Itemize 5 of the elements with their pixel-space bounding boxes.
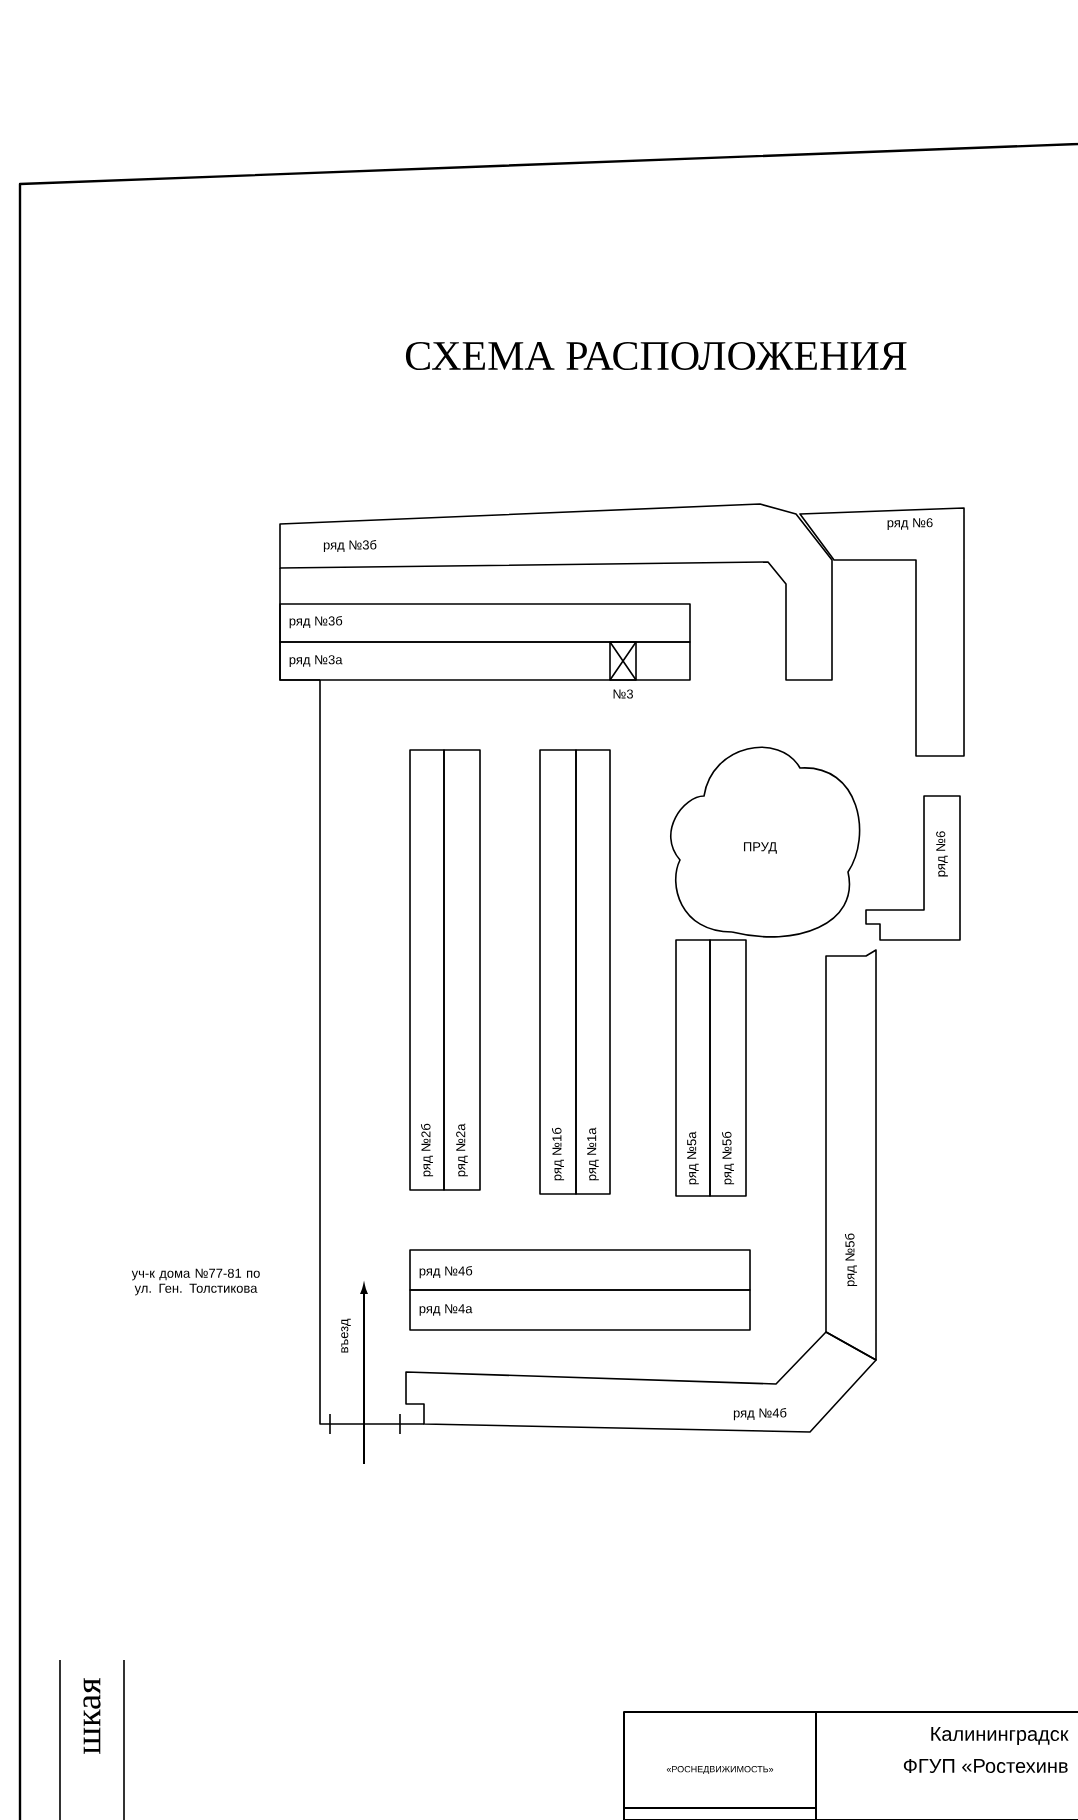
gate-box	[609, 641, 637, 681]
stamp-text: Калининградск	[931, 1727, 1069, 1745]
title: СХЕМА РАСПОЛОЖЕНИЯ	[405, 341, 907, 371]
side-text: шкая	[83, 1678, 101, 1754]
stamp-text: ФГУП «Ростехинв	[903, 1759, 1068, 1774]
